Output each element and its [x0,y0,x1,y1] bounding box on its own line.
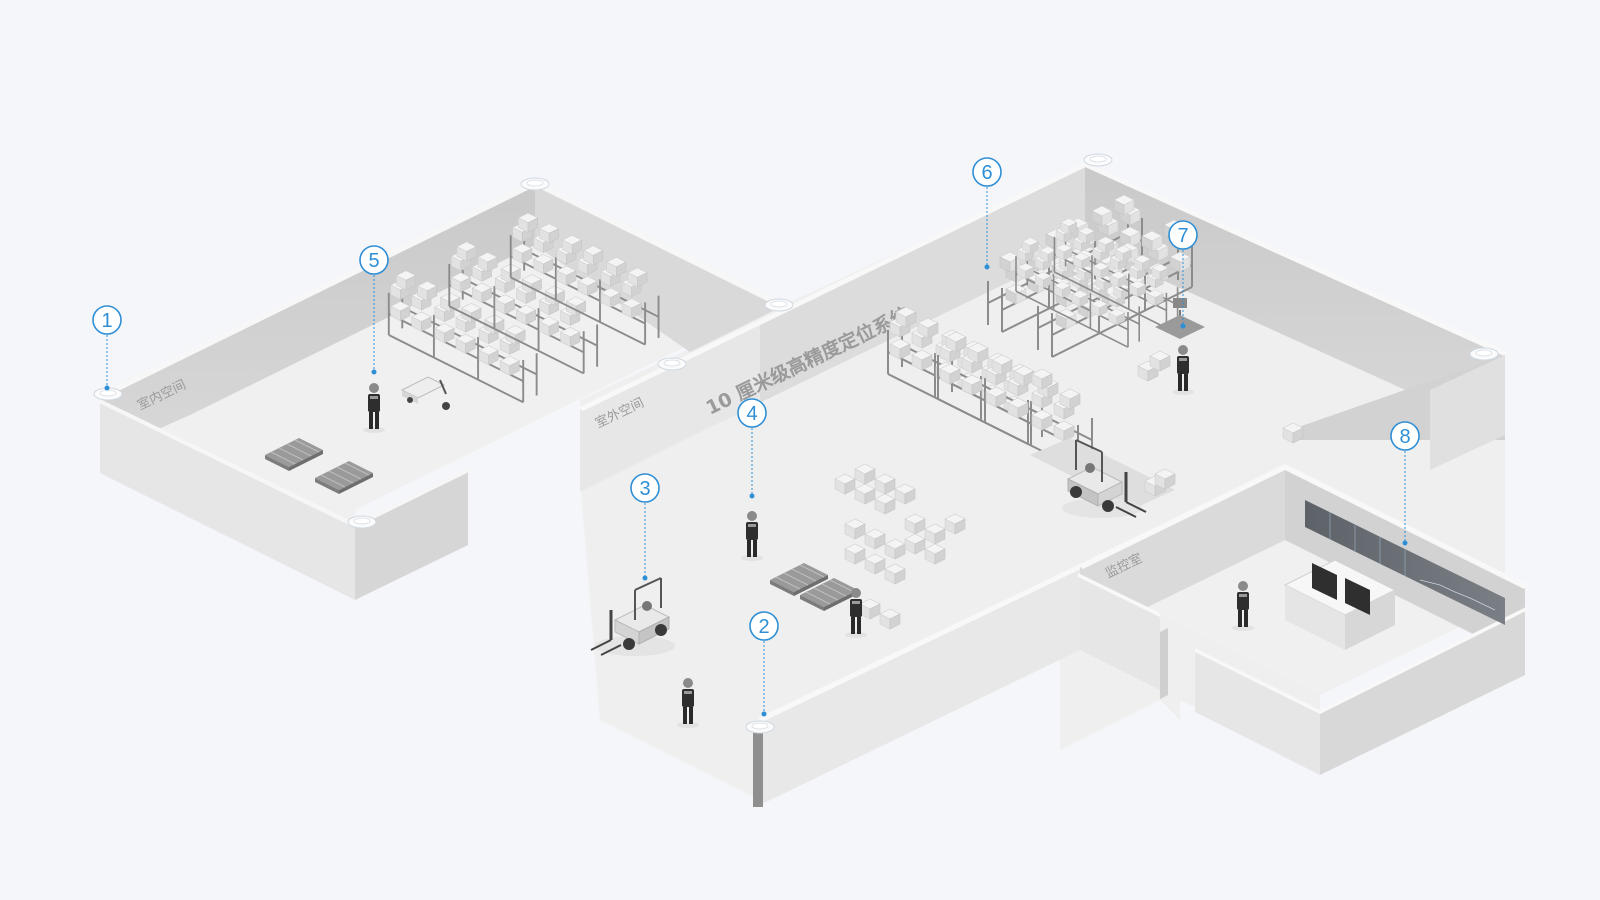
indoor-back-wall-left [100,183,535,455]
pallet-jack [400,376,450,410]
indoor-back-wall-right [535,183,775,352]
anchor-partition [657,357,687,371]
anchor-indoor-back [520,177,550,191]
marker-1: 1 [92,305,122,391]
monitor-front-wall-top [1078,573,1160,617]
anchor-main-back [1083,153,1113,167]
marker-circle [359,245,389,275]
main-right-end-face [1430,355,1505,470]
marker-number: 3 [639,478,650,500]
marker-5: 5 [359,245,389,375]
marker-dot [749,493,755,499]
marker-6: 6 [972,157,1002,270]
marker-number: 1 [101,310,112,332]
marker-dot [1402,540,1408,546]
anchor-gate [745,720,775,734]
marker-dot [761,711,767,717]
marker-dot [984,264,990,270]
anchor-indoor-front [347,515,377,529]
marker-number: 4 [746,403,757,425]
scale-station [1155,298,1205,339]
monitor-front-wall-side [1320,610,1525,775]
marker-number: 8 [1399,426,1410,448]
marker-4: 4 [737,398,767,499]
marker-circle [1168,220,1198,250]
marker-dot [1180,323,1186,329]
marker-dot [104,385,110,391]
marker-3: 3 [630,473,660,581]
marker-circle [972,157,1002,187]
marker-dot [371,369,377,375]
gate-post [753,722,763,807]
monitor-front-wall-right [1195,650,1320,775]
marker-number: 2 [758,616,769,638]
marker-circle [737,398,767,428]
marker-circle [1390,421,1420,451]
monitor-door-jamb [1160,628,1168,699]
anchor-indoor-right [764,298,794,312]
marker-7: 7 [1168,220,1198,329]
indoor-front-wall [100,400,355,600]
marker-dot [642,575,648,581]
main-front-wall [760,567,1080,805]
marker-number: 6 [981,162,992,184]
monitor-front-wall-left [1080,575,1160,690]
monitor-screen-2 [1345,578,1370,615]
indoor-wall-top-right [535,180,778,304]
marker-circle [749,611,779,641]
main-partition-wall [580,322,760,492]
marker-circle [92,305,122,335]
monitor-front-wall-top-right [1195,606,1528,714]
numbered-markers: 1 2 3 4 5 6 7 8 [92,157,1420,717]
marker-number: 7 [1177,225,1188,247]
video-wall-tiles [1329,512,1496,611]
monitor-desk-front [1285,585,1345,650]
marker-circle [630,473,660,503]
main-partition-wall-top [578,162,1090,411]
main-right-wall-top [1085,162,1508,356]
anchor-main-right [1469,347,1499,361]
marker-2: 2 [749,611,779,717]
monitor-screen-1 [1312,563,1337,600]
monitor-wall-top [1078,464,1528,589]
marker-8: 8 [1390,421,1420,546]
indoor-front-wall-side [355,469,468,600]
indoor-wall-top-left [97,180,540,399]
monitor-back-wall-left [1080,467,1285,640]
main-front-wall-top [758,564,1085,722]
monitor-desk-side [1345,590,1395,650]
marker-number: 5 [368,250,379,272]
